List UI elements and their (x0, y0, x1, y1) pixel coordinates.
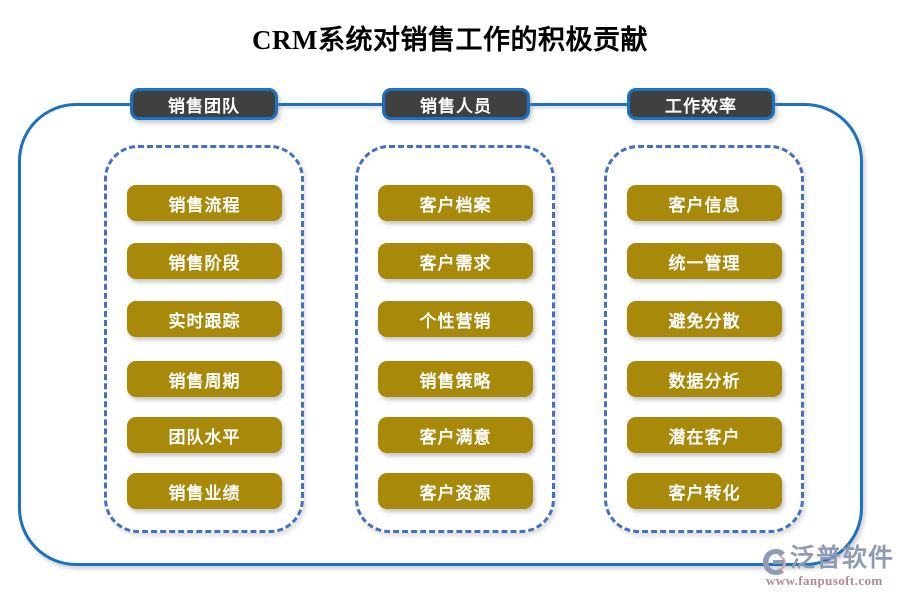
item-box[interactable]: 实时跟踪 (127, 301, 282, 337)
header-connector-1 (262, 103, 402, 106)
column-header-work-efficiency[interactable]: 工作效率 (627, 88, 775, 120)
item-box[interactable]: 团队水平 (127, 417, 282, 453)
item-box[interactable]: 销售阶段 (127, 243, 282, 279)
header-connector-2 (512, 103, 652, 106)
item-box[interactable]: 客户信息 (627, 185, 782, 221)
item-box[interactable]: 个性营销 (378, 301, 533, 337)
group-container-sales-team (104, 145, 304, 533)
item-box[interactable]: 统一管理 (627, 243, 782, 279)
item-box[interactable]: 客户转化 (627, 473, 782, 509)
item-box[interactable]: 潜在客户 (627, 417, 782, 453)
watermark: 泛普软件 www.fanpusoft.com (762, 545, 897, 593)
item-box[interactable]: 客户资源 (378, 473, 533, 509)
item-box[interactable]: 客户满意 (378, 417, 533, 453)
item-box[interactable]: 销售周期 (127, 361, 282, 397)
column-header-sales-team[interactable]: 销售团队 (130, 88, 278, 120)
fanpu-logo-icon (763, 549, 786, 575)
item-box[interactable]: 数据分析 (627, 361, 782, 397)
item-box[interactable]: 销售流程 (127, 185, 282, 221)
page-title: CRM系统对销售工作的积极贡献 (252, 25, 648, 55)
group-container-sales-staff (355, 145, 555, 533)
item-box[interactable]: 销售业绩 (127, 473, 282, 509)
item-box[interactable]: 客户需求 (378, 243, 533, 279)
item-box[interactable]: 客户档案 (378, 185, 533, 221)
watermark-url: www.fanpusoft.com (766, 573, 883, 588)
group-container-work-efficiency (604, 145, 804, 533)
item-box[interactable]: 销售策略 (378, 361, 533, 397)
watermark-brand: 泛普软件 (790, 545, 895, 572)
item-box[interactable]: 避免分散 (627, 301, 782, 337)
column-header-sales-staff[interactable]: 销售人员 (382, 88, 530, 120)
